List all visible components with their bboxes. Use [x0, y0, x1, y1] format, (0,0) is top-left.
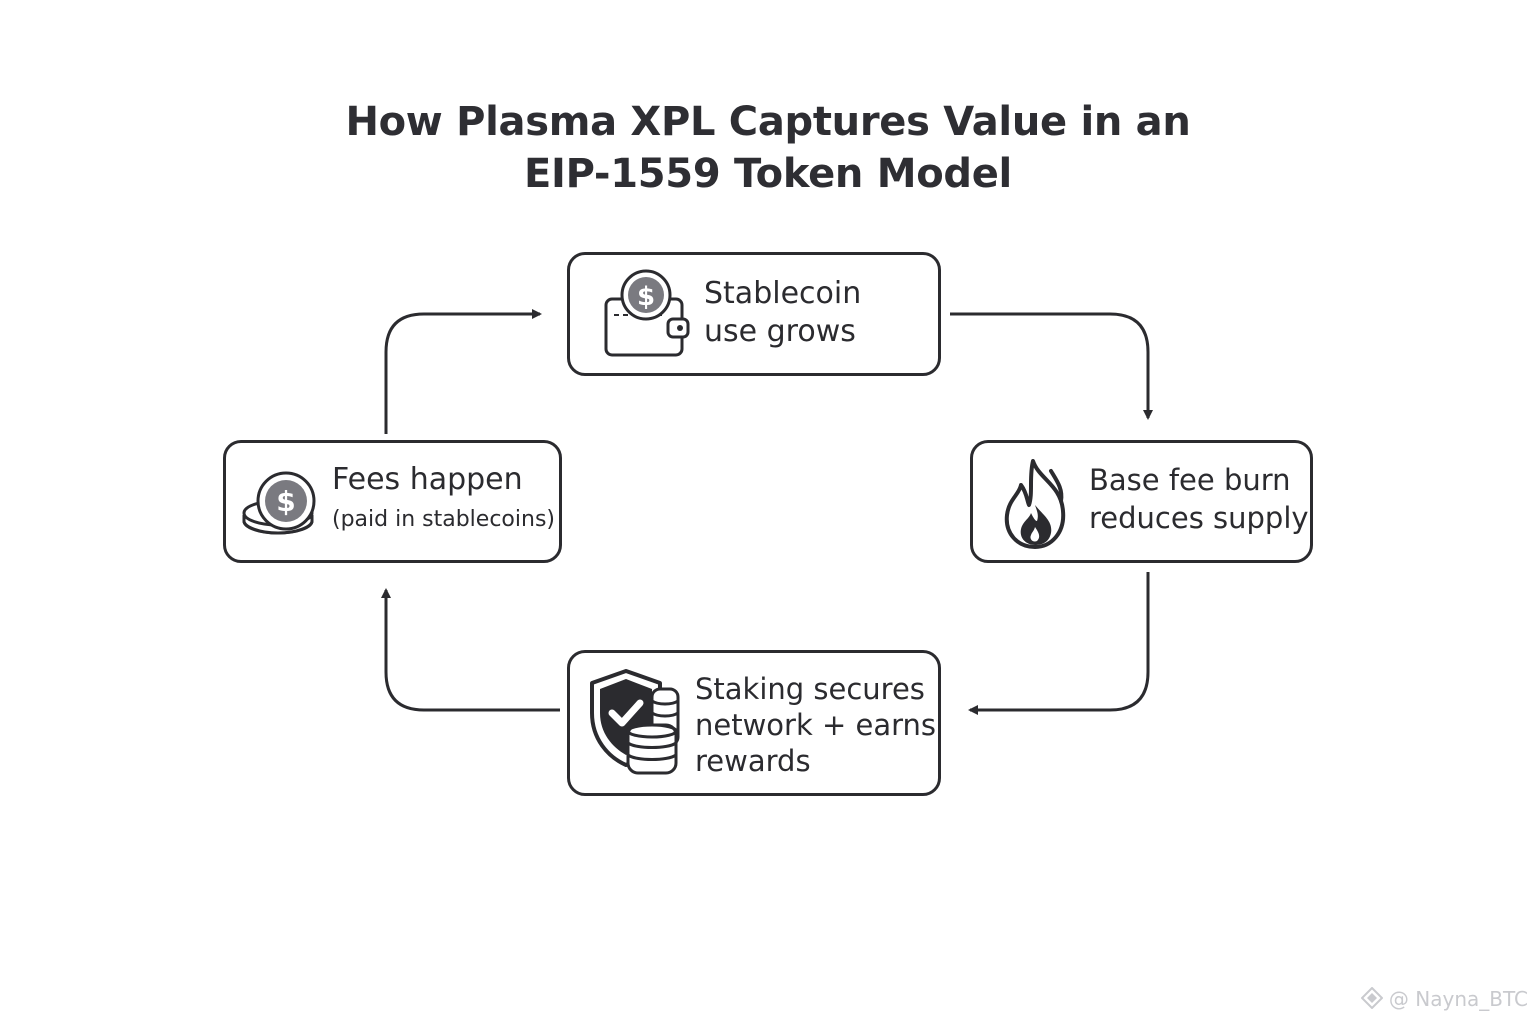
- node-stablecoin-use-label: Stablecoin use grows: [704, 276, 862, 349]
- arrow-top-to-right: [950, 312, 1153, 420]
- watermark: @ Nayna_BTC: [1360, 986, 1528, 1014]
- arrow-left-to-top: [384, 309, 542, 434]
- title-line-2: EIP-1559 Token Model: [524, 151, 1012, 197]
- diagram-title: How Plasma XPL Captures Value in an EIP-…: [0, 96, 1536, 200]
- svg-text:$: $: [637, 282, 655, 312]
- node-fees-happen: $ Fees happen (paid in stablecoins): [223, 440, 562, 563]
- arrow-right-to-bottom: [968, 572, 1150, 715]
- title-line-1: How Plasma XPL Captures Value in an: [345, 99, 1191, 145]
- node-stablecoin-use: $ Stablecoin use grows: [567, 252, 941, 376]
- node-fees-happen-label: Fees happen (paid in stablecoins): [332, 462, 555, 532]
- diamond-logo-icon: [1360, 986, 1384, 1014]
- node-base-fee-burn: Base fee burn reduces supply: [970, 440, 1313, 563]
- arrow-bottom-to-left: [381, 588, 560, 712]
- node-base-fee-burn-label: Base fee burn reduces supply: [1089, 463, 1309, 535]
- node-staking-label: Staking secures network + earns rewards: [695, 672, 937, 778]
- dollar-coins-icon: $: [240, 471, 322, 537]
- watermark-text: @ Nayna_BTC: [1388, 987, 1528, 1011]
- svg-text:$: $: [276, 485, 295, 518]
- wallet-dollar-coin-icon: $: [598, 269, 694, 365]
- node-staking: Staking secures network + earns rewards: [567, 650, 941, 796]
- shield-check-coins-icon: [588, 667, 688, 779]
- flame-icon: [999, 455, 1075, 551]
